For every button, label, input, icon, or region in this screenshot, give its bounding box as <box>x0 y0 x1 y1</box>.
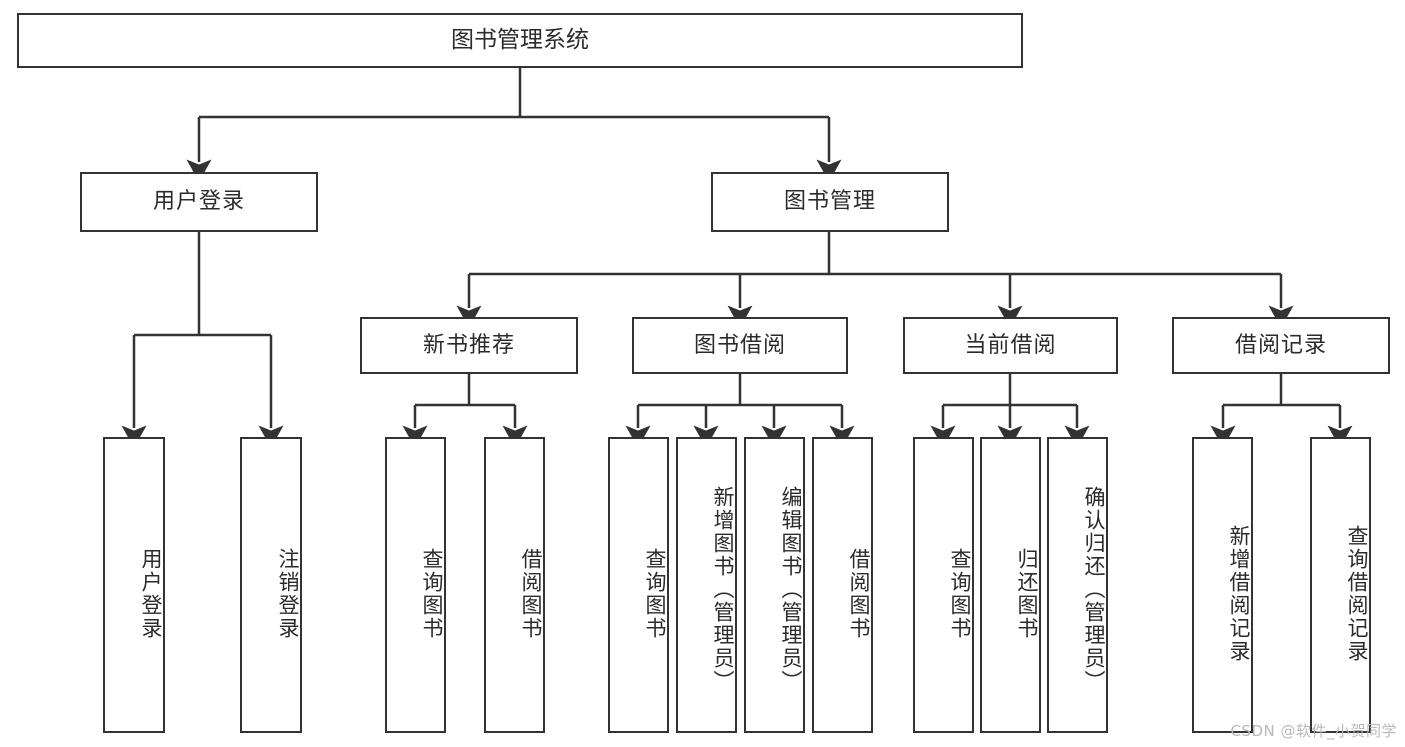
node-label: 用户登录 <box>139 548 163 640</box>
node-label: 查询图书 <box>948 548 972 640</box>
node-current-borrow[interactable]: 当前借阅 <box>903 317 1118 374</box>
node-book-management[interactable]: 图书管理 <box>711 172 949 232</box>
node-label: 归还图书 <box>1015 548 1039 640</box>
leaf-add-book-admin[interactable]: 新增图书（管理员） <box>676 437 737 733</box>
node-book-borrow[interactable]: 图书借阅 <box>632 317 848 374</box>
node-label: 新增借阅记录 <box>1227 525 1251 663</box>
leaf-edit-book-admin[interactable]: 编辑图书（管理员） <box>744 437 805 733</box>
node-label: 查询图书 <box>643 548 667 640</box>
leaf-query-book-borrow[interactable]: 查询图书 <box>608 437 669 733</box>
leaf-query-book-recommend[interactable]: 查询图书 <box>385 437 446 733</box>
leaf-add-borrow-record[interactable]: 新增借阅记录 <box>1192 437 1253 733</box>
node-label: 借阅图书 <box>847 548 871 640</box>
node-root[interactable]: 图书管理系统 <box>17 13 1023 68</box>
node-label: 查询借阅记录 <box>1345 525 1369 663</box>
node-borrow-record[interactable]: 借阅记录 <box>1172 317 1390 374</box>
node-label: 确认归还（管理员） <box>1082 485 1106 693</box>
leaf-borrow-book-recommend[interactable]: 借阅图书 <box>484 437 545 733</box>
node-label: 用户登录 <box>152 189 245 215</box>
watermark: CSDN @软件_小贺同学 <box>1230 722 1397 740</box>
leaf-confirm-return-admin[interactable]: 确认归还（管理员） <box>1047 437 1108 733</box>
node-user-login[interactable]: 用户登录 <box>80 172 318 232</box>
node-label: 图书管理 <box>783 189 876 215</box>
node-label: 新增图书（管理员） <box>711 485 735 693</box>
node-label: 借阅图书 <box>519 548 543 640</box>
leaf-return-book[interactable]: 归还图书 <box>980 437 1041 733</box>
node-label: 编辑图书（管理员） <box>779 485 803 693</box>
node-label: 借阅记录 <box>1234 332 1327 358</box>
leaf-query-book-current[interactable]: 查询图书 <box>913 437 974 733</box>
leaf-user-login[interactable]: 用户登录 <box>103 437 165 733</box>
node-new-book-recommend[interactable]: 新书推荐 <box>360 317 578 374</box>
leaf-borrow-book[interactable]: 借阅图书 <box>812 437 873 733</box>
node-label: 注销登录 <box>276 548 300 640</box>
node-label: 图书管理系统 <box>451 26 589 53</box>
leaf-logout[interactable]: 注销登录 <box>240 437 302 733</box>
leaf-query-borrow-record[interactable]: 查询借阅记录 <box>1310 437 1371 733</box>
node-label: 图书借阅 <box>693 332 786 358</box>
node-label: 查询图书 <box>420 548 444 640</box>
node-label: 新书推荐 <box>422 332 515 358</box>
node-label: 当前借阅 <box>964 332 1057 358</box>
